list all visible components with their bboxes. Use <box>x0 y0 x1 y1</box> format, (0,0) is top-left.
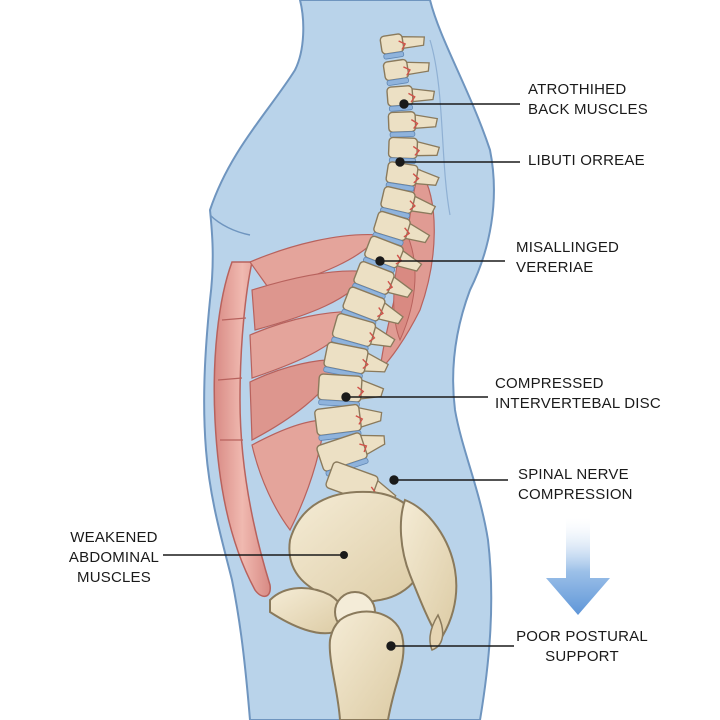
nerve-root <box>403 227 411 238</box>
leader-dot <box>340 551 348 559</box>
label-line: SUPPORT <box>545 648 619 665</box>
label-weakened-abdominal-muscles: WEAKENED ABDOMINAL MUSCLES <box>62 528 166 588</box>
vertebra <box>314 403 383 441</box>
vertebral-body <box>387 136 419 160</box>
label-line: MISALLINGED <box>516 239 620 256</box>
nerve-root <box>377 307 384 318</box>
label-libut-orreae: LIBUTI ORREAE <box>528 151 645 171</box>
nerve-root <box>355 415 364 425</box>
coccyx <box>429 613 444 651</box>
intervertebral-disc <box>386 77 409 86</box>
pelvis <box>269 490 458 720</box>
leader-dot <box>341 392 351 402</box>
vertebra <box>380 186 437 219</box>
intervertebral-disc <box>383 51 405 60</box>
vertebra <box>372 210 431 246</box>
nerve-root <box>412 145 421 156</box>
nerve-root <box>408 92 416 103</box>
down-arrow-icon <box>546 518 610 615</box>
back-contour <box>429 39 451 216</box>
leader-dot <box>395 157 405 167</box>
intervertebral-disc <box>389 131 416 138</box>
leader-dot <box>389 475 399 485</box>
leader-dot <box>399 99 409 109</box>
label-line: POOR POSTURAL <box>516 628 648 645</box>
label-line: COMPRESSION <box>518 486 633 503</box>
chest-contour <box>209 214 251 236</box>
nerve-root <box>398 40 407 50</box>
leader-dot <box>375 256 385 266</box>
nerve-root <box>409 200 416 211</box>
label-misaligned-vertebrae: MISALLINGED VERERIAE <box>516 238 619 278</box>
vertebra <box>379 33 426 60</box>
rectus-abdominis <box>213 261 271 597</box>
nerve-root <box>403 66 411 76</box>
label-line: COMPRESSED <box>495 375 604 392</box>
label-poor-postural-support: POOR POSTURAL SUPPORT <box>516 627 648 667</box>
nerve-root <box>412 173 420 184</box>
nerve-root <box>359 443 368 453</box>
vertebral-body <box>387 111 417 133</box>
vertebral-body <box>317 373 363 403</box>
vertebra <box>382 58 430 86</box>
label-spinal-nerve-compression: SPINAL NERVE COMPRESSION <box>518 465 633 505</box>
label-line: VERERIAE <box>516 259 594 276</box>
label-line: ATROTHIHED <box>528 81 627 98</box>
label-line: SPINAL NERVE <box>518 466 629 483</box>
nerve-root <box>368 331 376 343</box>
vertebra <box>387 111 439 138</box>
tendinous-line <box>221 317 247 321</box>
nerve-root <box>362 358 369 370</box>
label-line: BACK MUSCLES <box>528 101 648 118</box>
label-line: INTERVERTEBAL DISC <box>495 395 661 412</box>
nerve-root <box>410 119 419 129</box>
label-line: WEAKENED <box>70 529 158 546</box>
label-atrophied-back-muscles: ATROTHIHED BACK MUSCLES <box>528 80 648 120</box>
leader-dot <box>386 641 396 651</box>
oblique-5 <box>251 419 326 532</box>
leader-lines <box>163 99 520 651</box>
label-line: LIBUTI ORREAE <box>528 152 645 169</box>
vertebra <box>385 161 440 192</box>
nerve-root <box>386 280 394 291</box>
label-compressed-disc: COMPRESSED INTERVERTEBAL DISC <box>495 374 661 414</box>
nerve-root <box>357 386 365 397</box>
label-line: MUSCLES <box>77 569 151 586</box>
label-line: ABDOMINAL <box>68 549 160 566</box>
tendinous-line <box>217 377 243 381</box>
vertebra <box>352 261 414 300</box>
